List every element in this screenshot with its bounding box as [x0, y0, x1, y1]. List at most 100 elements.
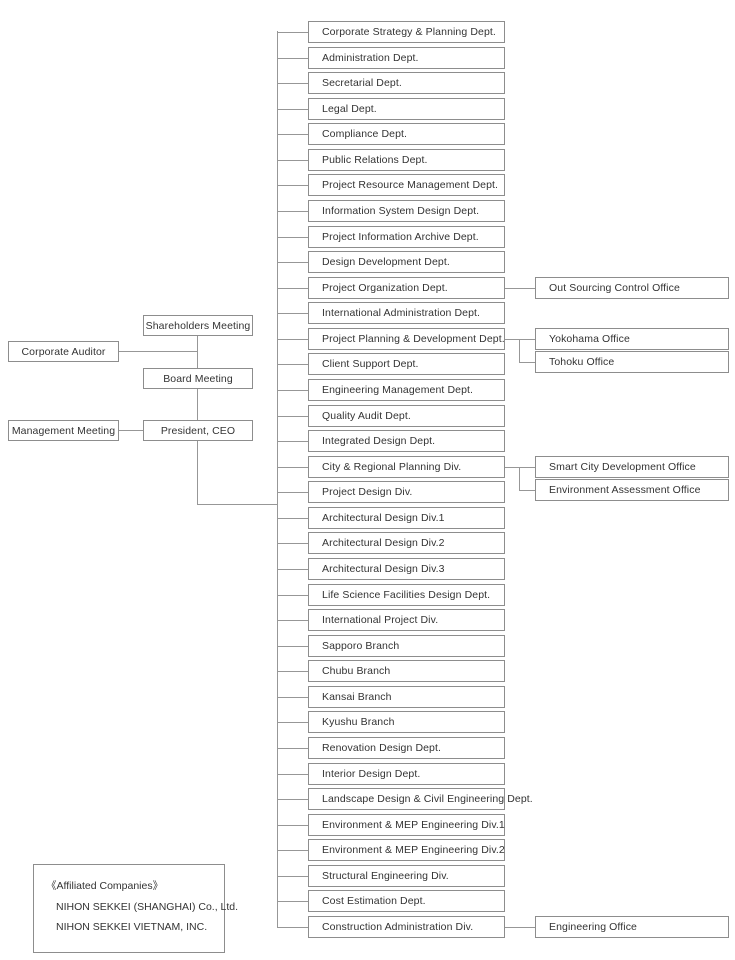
org-node-engineering-office: Engineering Office	[535, 916, 729, 938]
org-node-architectural-design-div-1: Architectural Design Div.1	[308, 507, 505, 529]
connector-line	[277, 697, 308, 698]
connector-line	[119, 351, 197, 352]
org-node-compliance-dept: Compliance Dept.	[308, 123, 505, 145]
org-node-landscape-design-civil-engineering-dept: Landscape Design & Civil Engineering Dep…	[308, 788, 533, 810]
connector-line	[119, 430, 143, 431]
connector-line	[505, 467, 535, 468]
org-node-corporate-auditor: Corporate Auditor	[8, 341, 119, 362]
connector-line	[277, 109, 308, 110]
org-node-project-resource-management-dept: Project Resource Management Dept.	[308, 174, 505, 196]
org-node-smart-city-development-office: Smart City Development Office	[535, 456, 729, 478]
connector-line	[277, 722, 308, 723]
connector-line	[277, 416, 308, 417]
org-node-corporate-strategy-planning-dept: Corporate Strategy & Planning Dept.	[308, 21, 505, 43]
connector-line	[519, 490, 535, 491]
org-node-integrated-design-dept: Integrated Design Dept.	[308, 430, 505, 452]
org-node-engineering-management-dept: Engineering Management Dept.	[308, 379, 505, 401]
org-node-interior-design-dept: Interior Design Dept.	[308, 763, 505, 785]
connector-line	[277, 160, 308, 161]
trunk-line	[277, 31, 278, 927]
connector-line	[519, 467, 520, 491]
connector-line	[277, 620, 308, 621]
connector-line	[277, 825, 308, 826]
org-node-quality-audit-dept: Quality Audit Dept.	[308, 405, 505, 427]
connector-line	[277, 364, 308, 365]
org-node-tohoku-office: Tohoku Office	[535, 351, 729, 373]
connector-line	[277, 646, 308, 647]
org-node-project-planning-development-dept: Project Planning & Development Dept.	[308, 328, 505, 350]
connector-line	[277, 543, 308, 544]
org-node-construction-administration-div: Construction Administration Div.	[308, 916, 505, 938]
connector-line	[277, 211, 308, 212]
org-node-international-administration-dept: International Administration Dept.	[308, 302, 505, 324]
affiliated-company: NIHON SEKKEI (SHANGHAI) Co., Ltd.	[56, 901, 239, 913]
org-node-kansai-branch: Kansai Branch	[308, 686, 505, 708]
connector-line	[277, 901, 308, 902]
connector-line	[277, 58, 308, 59]
org-node-international-project-div: International Project Div.	[308, 609, 505, 631]
org-node-public-relations-dept: Public Relations Dept.	[308, 149, 505, 171]
connector-line	[277, 339, 308, 340]
connector-line	[277, 927, 308, 928]
org-node-project-design-div: Project Design Div.	[308, 481, 505, 503]
connector-line	[277, 262, 308, 263]
connector-line	[197, 336, 198, 368]
connector-line	[277, 799, 308, 800]
org-node-administration-dept: Administration Dept.	[308, 47, 505, 69]
connector-line	[277, 313, 308, 314]
org-node-project-organization-dept: Project Organization Dept.	[308, 277, 505, 299]
connector-line	[505, 339, 535, 340]
connector-line	[277, 83, 308, 84]
org-node-environment-mep-engineering-div-2: Environment & MEP Engineering Div.2	[308, 839, 505, 861]
connector-line	[277, 467, 308, 468]
org-node-client-support-dept: Client Support Dept.	[308, 353, 505, 375]
affiliated-companies-box: 《Affiliated Companies》 NIHON SEKKEI (SHA…	[33, 864, 239, 953]
connector-line	[277, 569, 308, 570]
org-node-yokohama-office: Yokohama Office	[535, 328, 729, 350]
org-node-design-development-dept: Design Development Dept.	[308, 251, 505, 273]
org-node-structural-engineering-div: Structural Engineering Div.	[308, 865, 505, 887]
connector-line	[277, 390, 308, 391]
connector-line	[277, 518, 308, 519]
connector-line	[277, 850, 308, 851]
affiliated-companies-title: 《Affiliated Companies》	[46, 880, 164, 892]
connector-line	[277, 32, 308, 33]
org-node-shareholders-meeting: Shareholders Meeting	[143, 315, 253, 336]
org-node-legal-dept: Legal Dept.	[308, 98, 505, 120]
connector-line	[277, 185, 308, 186]
org-node-president-ceo: President, CEO	[143, 420, 253, 441]
connector-line	[277, 671, 308, 672]
org-node-architectural-design-div-2: Architectural Design Div.2	[308, 532, 505, 554]
connector-line	[505, 927, 535, 928]
org-node-information-system-design-dept: Information System Design Dept.	[308, 200, 505, 222]
org-node-environment-assessment-office: Environment Assessment Office	[535, 479, 729, 501]
affiliated-company: NIHON SEKKEI VIETNAM, INC.	[56, 921, 208, 933]
connector-line	[277, 134, 308, 135]
org-node-management-meeting: Management Meeting	[8, 420, 119, 441]
org-node-life-science-facilities-design-dept: Life Science Facilities Design Dept.	[308, 584, 505, 606]
org-node-architectural-design-div-3: Architectural Design Div.3	[308, 558, 505, 580]
connector-line	[519, 362, 535, 363]
connector-line	[277, 876, 308, 877]
connector-line	[505, 288, 535, 289]
connector-line	[277, 441, 308, 442]
connector-line	[197, 504, 278, 505]
connector-line	[277, 774, 308, 775]
connector-line	[277, 288, 308, 289]
org-node-renovation-design-dept: Renovation Design Dept.	[308, 737, 505, 759]
org-node-city-regional-planning-div: City & Regional Planning Div.	[308, 456, 505, 478]
org-node-environment-mep-engineering-div-1: Environment & MEP Engineering Div.1	[308, 814, 505, 836]
connector-line	[277, 492, 308, 493]
org-node-cost-estimation-dept: Cost Estimation Dept.	[308, 890, 505, 912]
org-node-out-sourcing-control-office: Out Sourcing Control Office	[535, 277, 729, 299]
org-node-kyushu-branch: Kyushu Branch	[308, 711, 505, 733]
connector-line	[197, 389, 198, 420]
connector-line	[277, 237, 308, 238]
org-node-board-meeting: Board Meeting	[143, 368, 253, 389]
org-node-secretarial-dept: Secretarial Dept.	[308, 72, 505, 94]
connector-line	[277, 595, 308, 596]
org-node-project-information-archive-dept: Project Information Archive Dept.	[308, 226, 505, 248]
connector-line	[277, 748, 308, 749]
connector-line	[519, 339, 520, 363]
